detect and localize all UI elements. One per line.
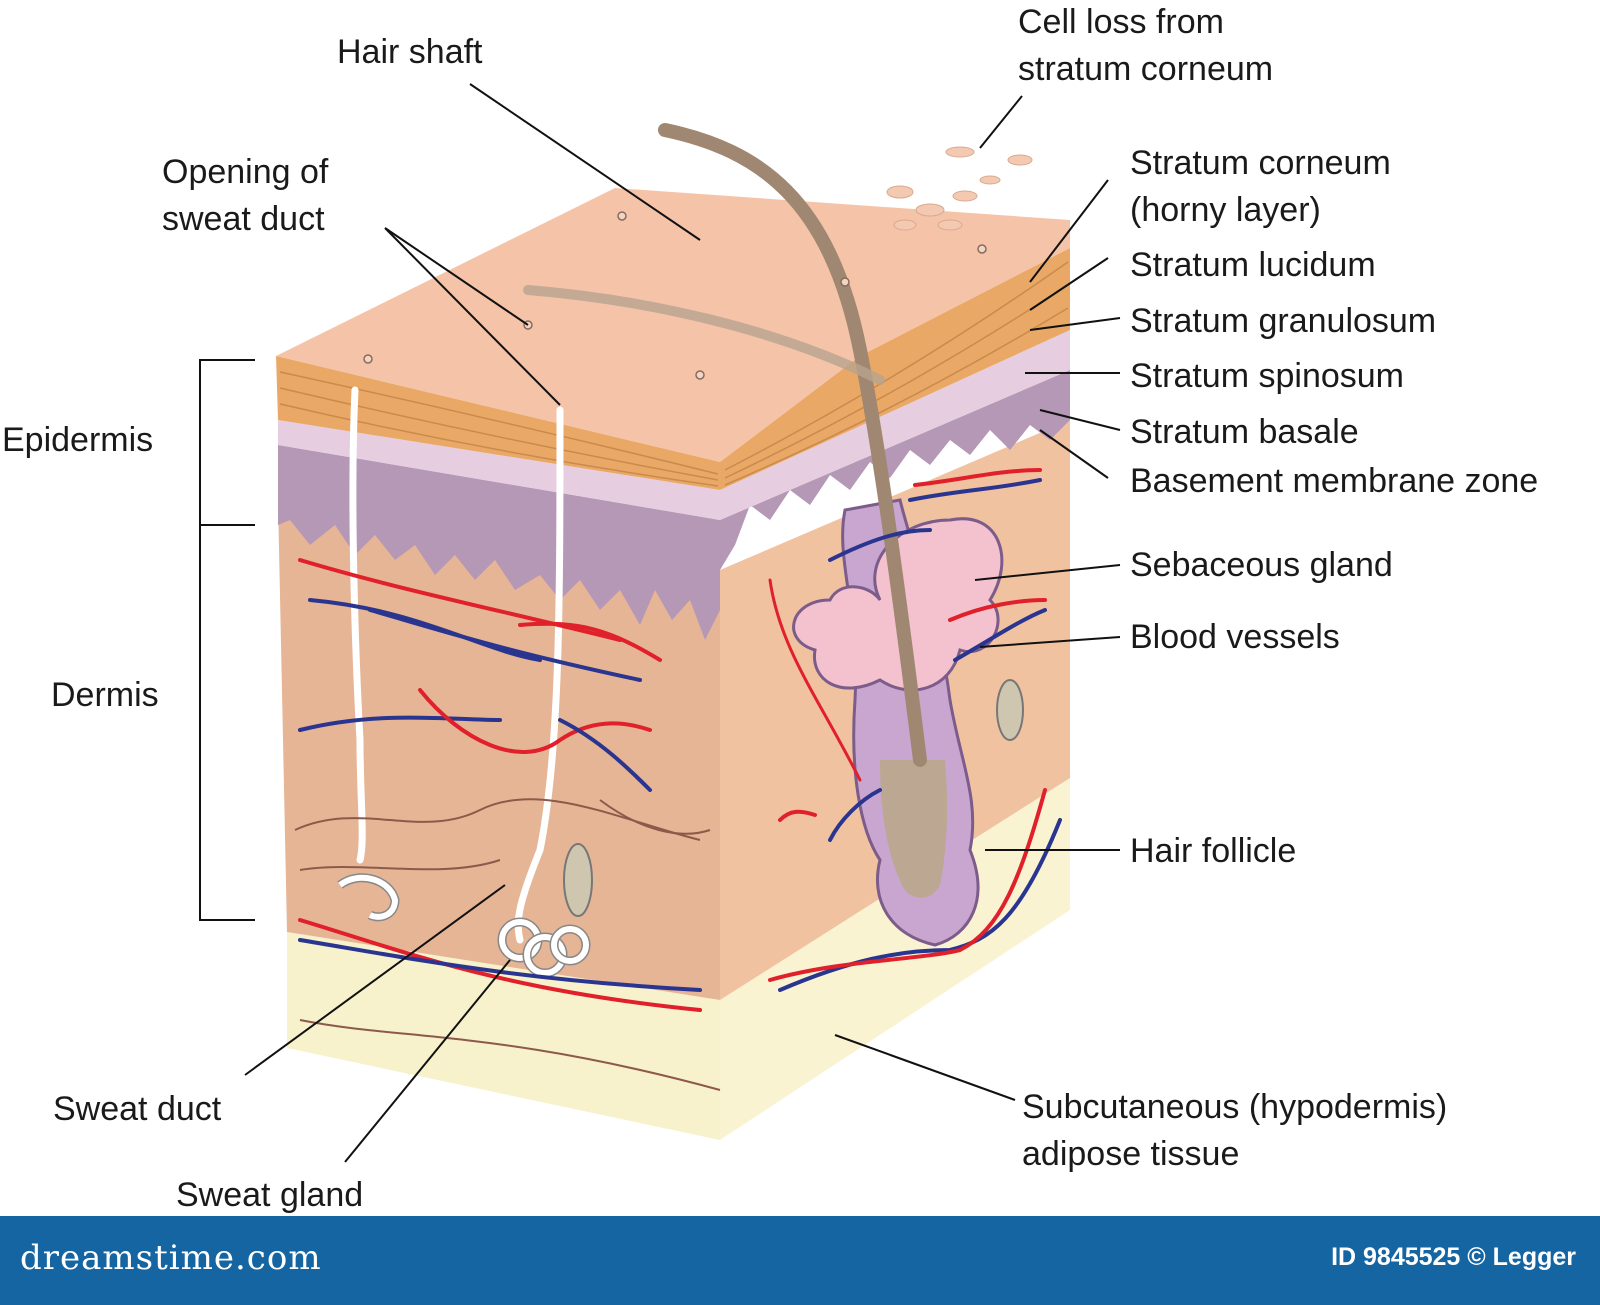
labels: Cell loss from stratum corneum Hair shaf… [2,3,1538,1214]
label-dermis: Dermis [51,676,159,714]
label-opening-sweat-duct-line2: sweat duct [162,200,325,238]
label-stratum-lucidum: Stratum lucidum [1130,246,1376,284]
blood-vessels [298,468,1062,1012]
label-cell-loss-line2: stratum corneum [1018,50,1273,88]
label-opening-sweat-duct-line1: Opening of [162,153,329,191]
pressure-receptor-left [563,843,593,917]
corneum-front [276,356,720,490]
image-id-credit: ID 9845525 © Legger [1331,1243,1576,1271]
granulosum-right [720,330,1070,520]
sweat-ducts [349,386,564,944]
skin-cross-section-diagram: Cell loss from stratum corneum Hair shaf… [2,3,1538,1214]
granulosum-front [278,420,720,520]
hair-shaft [658,123,927,767]
label-hair-follicle: Hair follicle [1130,832,1296,870]
spinosum-right [720,370,1070,570]
label-stratum-basale: Stratum basale [1130,413,1359,451]
label-basement-membrane: Basement membrane zone [1130,462,1538,500]
label-cell-loss-line1: Cell loss from [1018,3,1224,41]
sweat-gland-coil [337,873,591,978]
layer-brackets [199,359,255,921]
dreamstime-logo[interactable]: dreamstime.com [20,1238,322,1278]
hair-lying [523,285,885,385]
hair-bulb [880,760,948,898]
label-blood-vessels: Blood vessels [1130,618,1340,656]
leader-lines [244,83,1121,1163]
skin-surface [276,188,1070,462]
label-epidermis: Epidermis [2,421,153,459]
pressure-receptor-right [996,679,1024,741]
label-subcutaneous-line1: Subcutaneous (hypodermis) [1022,1088,1447,1126]
label-sweat-duct: Sweat duct [53,1090,222,1128]
label-stratum-corneum-line2: (horny layer) [1130,191,1321,229]
label-sweat-gland: Sweat gland [176,1176,363,1214]
skin-block [276,123,1070,1140]
watermark-footer-bar: dreamstime.com ID 9845525 © Legger [0,1216,1600,1305]
label-stratum-spinosum: Stratum spinosum [1130,357,1404,395]
flaking-cells [886,146,1033,231]
nerve-fibres [294,798,721,1091]
corneum-texture [279,261,1069,487]
label-sebaceous-gland: Sebaceous gland [1130,546,1393,584]
label-hair-shaft: Hair shaft [337,33,483,71]
label-subcutaneous-line2: adipose tissue [1022,1135,1239,1173]
label-stratum-corneum-line1: Stratum corneum [1130,144,1391,182]
spinosum-front [278,445,720,640]
corneum-right [720,248,1070,490]
label-stratum-granulosum: Stratum granulosum [1130,302,1436,340]
